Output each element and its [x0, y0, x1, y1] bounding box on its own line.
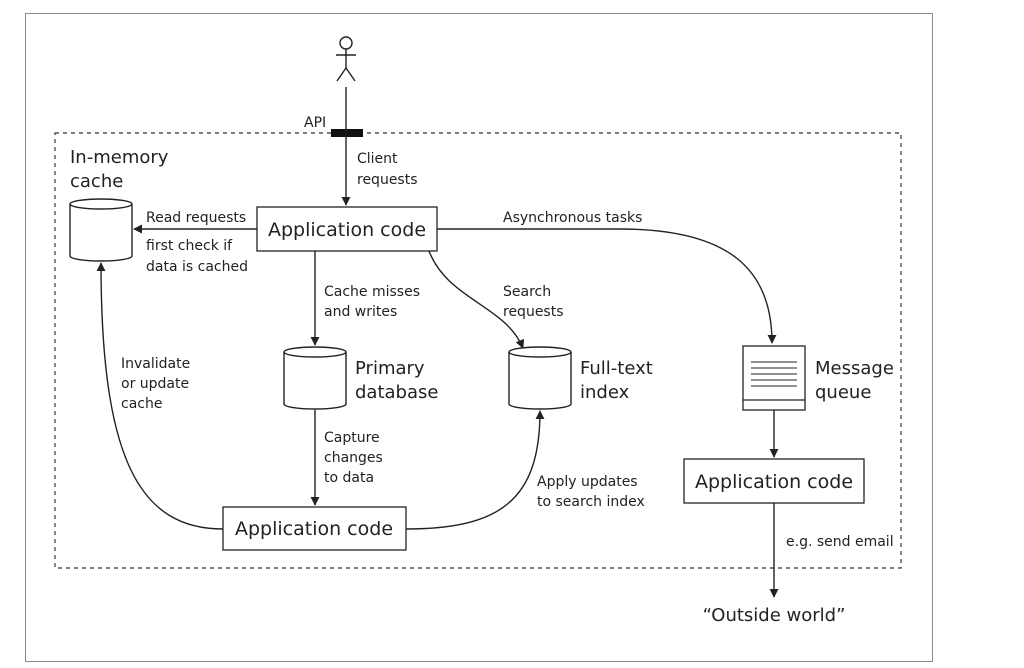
capture-changes-label: changes — [324, 450, 383, 466]
invalidate-cache-label: or update — [121, 376, 189, 392]
message-queue-label: Message — [815, 358, 894, 379]
api-label: API — [304, 115, 326, 131]
app-code-main-label: Application code — [268, 219, 426, 241]
primary-database-label: database — [355, 382, 438, 403]
client-requests-label: requests — [357, 172, 418, 188]
app-code-queue-label: Application code — [695, 471, 853, 493]
primary-database-label: Primary — [355, 358, 425, 379]
apply-updates-arrow — [405, 410, 545, 530]
api-bar — [331, 129, 363, 137]
cache-misses-label: and writes — [324, 304, 397, 320]
invalidate-cache-label: Invalidate — [121, 356, 190, 372]
apply-updates-label: to search index — [537, 494, 645, 510]
fulltext-index-icon — [508, 346, 572, 410]
first-check-label: first check if — [146, 238, 233, 254]
invalidate-cache-arrow — [96, 262, 224, 530]
message-queue-icon — [742, 345, 806, 411]
search-requests-arrow — [428, 250, 525, 349]
fulltext-index-label: Full-text — [580, 358, 653, 379]
primary-database-icon — [283, 346, 347, 410]
app-code-queue-box — [683, 458, 865, 504]
capture-changes-label: Capture — [324, 430, 380, 446]
first-check-label: data is cached — [146, 259, 248, 275]
cache-cylinder-icon — [69, 198, 133, 262]
cache-title: cache — [70, 171, 123, 192]
client-requests-label: Client — [357, 151, 398, 167]
async-tasks-arrow — [437, 228, 777, 344]
cache-title: In-memory — [70, 147, 169, 168]
send-email-label: e.g. send email — [786, 534, 894, 550]
invalidate-cache-label: cache — [121, 396, 162, 412]
search-requests-label: Search — [503, 284, 551, 300]
system-boundary — [54, 132, 902, 569]
apply-updates-label: Apply updates — [537, 474, 638, 490]
fulltext-index-label: index — [580, 382, 630, 403]
message-queue-label: queue — [815, 382, 871, 403]
app-code-cdc-label: Application code — [235, 518, 393, 540]
figure-frame — [25, 13, 933, 662]
read-requests-label: Read requests — [146, 210, 246, 226]
cache-misses-label: Cache misses — [324, 284, 420, 300]
outside-world-label: “Outside world” — [703, 605, 846, 626]
capture-changes-label: to data — [324, 470, 374, 486]
user-icon — [336, 36, 356, 82]
search-requests-label: requests — [503, 304, 564, 320]
async-tasks-label: Asynchronous tasks — [503, 210, 642, 226]
